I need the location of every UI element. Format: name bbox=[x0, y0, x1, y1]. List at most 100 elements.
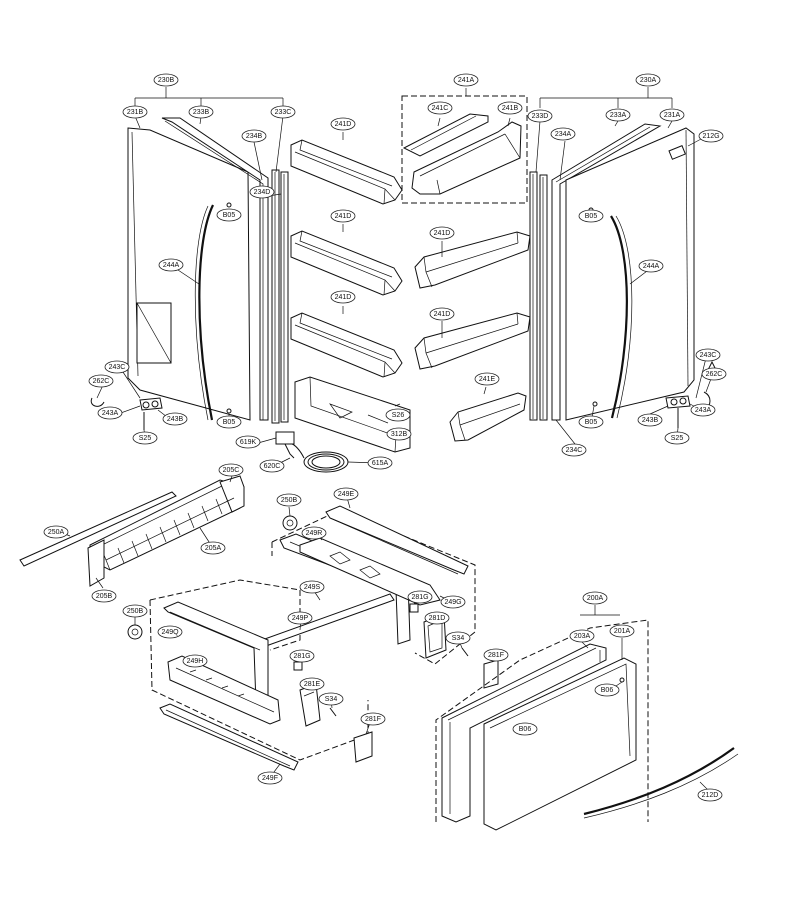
callout-230b: 230B bbox=[153, 73, 179, 87]
callout-241d-5: 241D bbox=[429, 307, 455, 321]
callout-oval bbox=[218, 463, 244, 477]
callout-oval bbox=[241, 129, 267, 143]
callout-oval bbox=[122, 604, 148, 618]
callout-text: 249G bbox=[444, 599, 461, 606]
callout-text: 200A bbox=[587, 595, 604, 602]
callout-text: 212D bbox=[702, 792, 719, 799]
callout-oval bbox=[182, 654, 208, 668]
callout-s26: S26 bbox=[385, 408, 411, 422]
callout-620c: 620C bbox=[259, 459, 285, 473]
callout-243a-l: 243A bbox=[97, 406, 123, 420]
left-door-panel bbox=[127, 127, 251, 421]
left-door-assembly bbox=[90, 87, 289, 438]
callout-oval bbox=[299, 677, 325, 691]
callout-615a: 615A bbox=[367, 456, 393, 470]
callout-oval bbox=[429, 226, 455, 240]
callout-s25-l: S25 bbox=[132, 431, 158, 445]
callout-249p: 249P bbox=[287, 611, 313, 625]
callout-s34-2: S34 bbox=[318, 692, 344, 706]
callout-oval bbox=[188, 105, 214, 119]
callout-241d-3: 241D bbox=[330, 290, 356, 304]
right-door-panel bbox=[565, 127, 695, 421]
callout-b05-1: B05 bbox=[216, 208, 242, 222]
callout-243a-r: 243A bbox=[690, 403, 716, 417]
callout-text: 249S bbox=[304, 584, 321, 591]
callout-b05-3: B05 bbox=[578, 209, 604, 223]
callout-243b-r: 243B bbox=[637, 413, 663, 427]
callout-oval bbox=[257, 771, 283, 785]
callout-text: 203A bbox=[574, 633, 591, 640]
callout-b05-2: B05 bbox=[216, 415, 242, 429]
callout-oval bbox=[578, 209, 604, 223]
callout-text: S34 bbox=[325, 696, 338, 703]
callout-text: B05 bbox=[223, 419, 236, 426]
part-619k bbox=[275, 431, 295, 445]
callout-oval bbox=[427, 101, 453, 115]
callout-text: 241A bbox=[458, 77, 475, 84]
callout-oval bbox=[635, 73, 661, 87]
callout-text: 205A bbox=[205, 545, 222, 552]
callout-text: B05 bbox=[585, 213, 598, 220]
callout-text: S25 bbox=[671, 435, 684, 442]
callout-text: 244A bbox=[163, 262, 180, 269]
callout-241a: 241A bbox=[453, 73, 479, 87]
callout-244a-l: 244A bbox=[158, 258, 184, 272]
callout-oval bbox=[578, 415, 604, 429]
callout-text: 243A bbox=[102, 410, 119, 417]
callout-oval bbox=[330, 209, 356, 223]
callout-oval bbox=[594, 683, 620, 697]
callout-text: 243B bbox=[167, 416, 184, 423]
callout-oval bbox=[318, 692, 344, 706]
callout-249q: 249Q bbox=[157, 625, 183, 639]
callout-text: 234D bbox=[254, 189, 271, 196]
callout-text: S25 bbox=[139, 435, 152, 442]
callout-oval bbox=[122, 105, 148, 119]
callout-text: 243C bbox=[700, 352, 717, 359]
callout-text: 243B bbox=[642, 417, 659, 424]
callout-b06-2: B06 bbox=[512, 722, 538, 736]
callout-text: 281G bbox=[293, 653, 310, 660]
door-bins bbox=[257, 88, 531, 473]
callout-text: 241D bbox=[335, 213, 352, 220]
callout-250a: 250A bbox=[43, 525, 69, 539]
callout-text: 230A bbox=[640, 77, 657, 84]
callout-249g-1: 249G bbox=[440, 595, 466, 609]
callout-241c: 241C bbox=[427, 101, 453, 115]
callout-text: 281F bbox=[365, 716, 381, 723]
callout-244a-r: 244A bbox=[638, 259, 664, 273]
callout-b06-1: B06 bbox=[594, 683, 620, 697]
callout-249r: 249R bbox=[301, 526, 327, 540]
callout-text: B05 bbox=[585, 419, 598, 426]
callout-oval bbox=[216, 415, 242, 429]
callout-oval bbox=[527, 109, 553, 123]
callout-281f-2: 281F bbox=[360, 712, 386, 726]
callout-281g-1: 281G bbox=[407, 590, 433, 604]
callout-243b-l: 243B bbox=[162, 412, 188, 426]
callout-text: 205C bbox=[223, 467, 240, 474]
callout-230a: 230A bbox=[635, 73, 661, 87]
callout-203a: 203A bbox=[569, 629, 595, 643]
callout-oval bbox=[637, 413, 663, 427]
callout-201a: 201A bbox=[609, 624, 635, 638]
callout-oval bbox=[153, 73, 179, 87]
callout-oval bbox=[276, 493, 302, 507]
callout-text: 201A bbox=[614, 628, 631, 635]
callout-241d-1: 241D bbox=[330, 117, 356, 131]
callout-s34-1: S34 bbox=[445, 631, 471, 645]
callout-281g-2: 281G bbox=[289, 649, 315, 663]
callout-oval bbox=[385, 408, 411, 422]
callout-231a: 231A bbox=[659, 108, 685, 122]
callout-241b: 241B bbox=[497, 101, 523, 115]
callout-text: 241E bbox=[479, 376, 496, 383]
callout-text: 281G bbox=[411, 594, 428, 601]
callout-212d: 212D bbox=[697, 788, 723, 802]
callout-oval bbox=[88, 374, 114, 388]
callout-234b: 234B bbox=[241, 129, 267, 143]
callout-oval bbox=[360, 712, 386, 726]
freezer-drawer-handle bbox=[583, 747, 735, 816]
callout-oval bbox=[664, 431, 690, 445]
callout-text: 250B bbox=[281, 497, 298, 504]
left-door-handle bbox=[198, 204, 214, 421]
